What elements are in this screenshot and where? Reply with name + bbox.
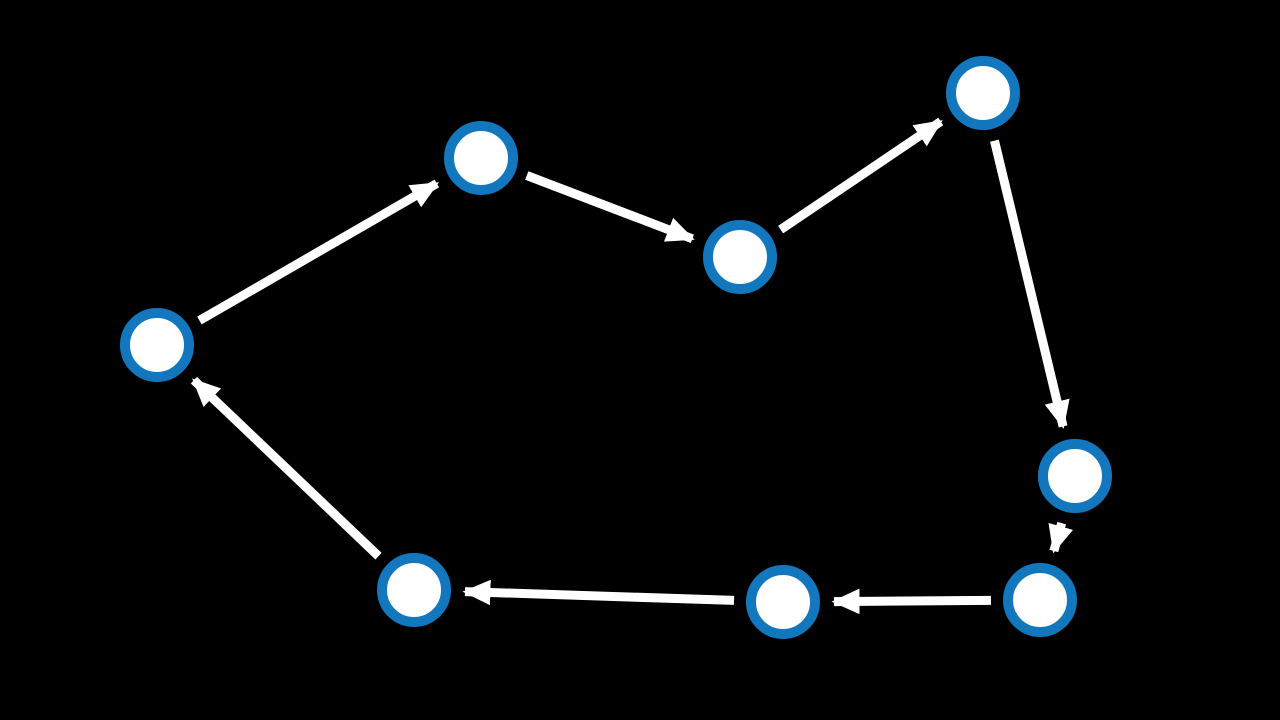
- node-left: [120, 308, 194, 382]
- node-bottom-left: [377, 553, 451, 627]
- edge-node-bottom-middle-to-node-bottom-left: [462, 579, 735, 606]
- edge-node-top-middle-to-node-top-right: [778, 117, 944, 234]
- edge-node-bottom-right-to-node-bottom-middle: [831, 588, 992, 615]
- edge-node-bottom-left-to-node-left: [190, 376, 382, 560]
- node-right: [1038, 439, 1112, 513]
- edge-node-left-to-node-top-left: [197, 179, 440, 325]
- edges-layer: [190, 117, 1074, 615]
- nodes-layer: [120, 56, 1112, 639]
- node-top-right: [946, 56, 1020, 130]
- node-bottom-right: [1003, 563, 1077, 637]
- edge-node-right-to-node-bottom-right: [1048, 521, 1074, 554]
- node-top-left: [444, 121, 518, 195]
- node-top-middle: [703, 220, 777, 294]
- edge-node-top-right-to-node-right: [990, 139, 1070, 429]
- edge-node-top-left-to-node-top-middle: [525, 171, 695, 243]
- node-bottom-middle: [746, 565, 820, 639]
